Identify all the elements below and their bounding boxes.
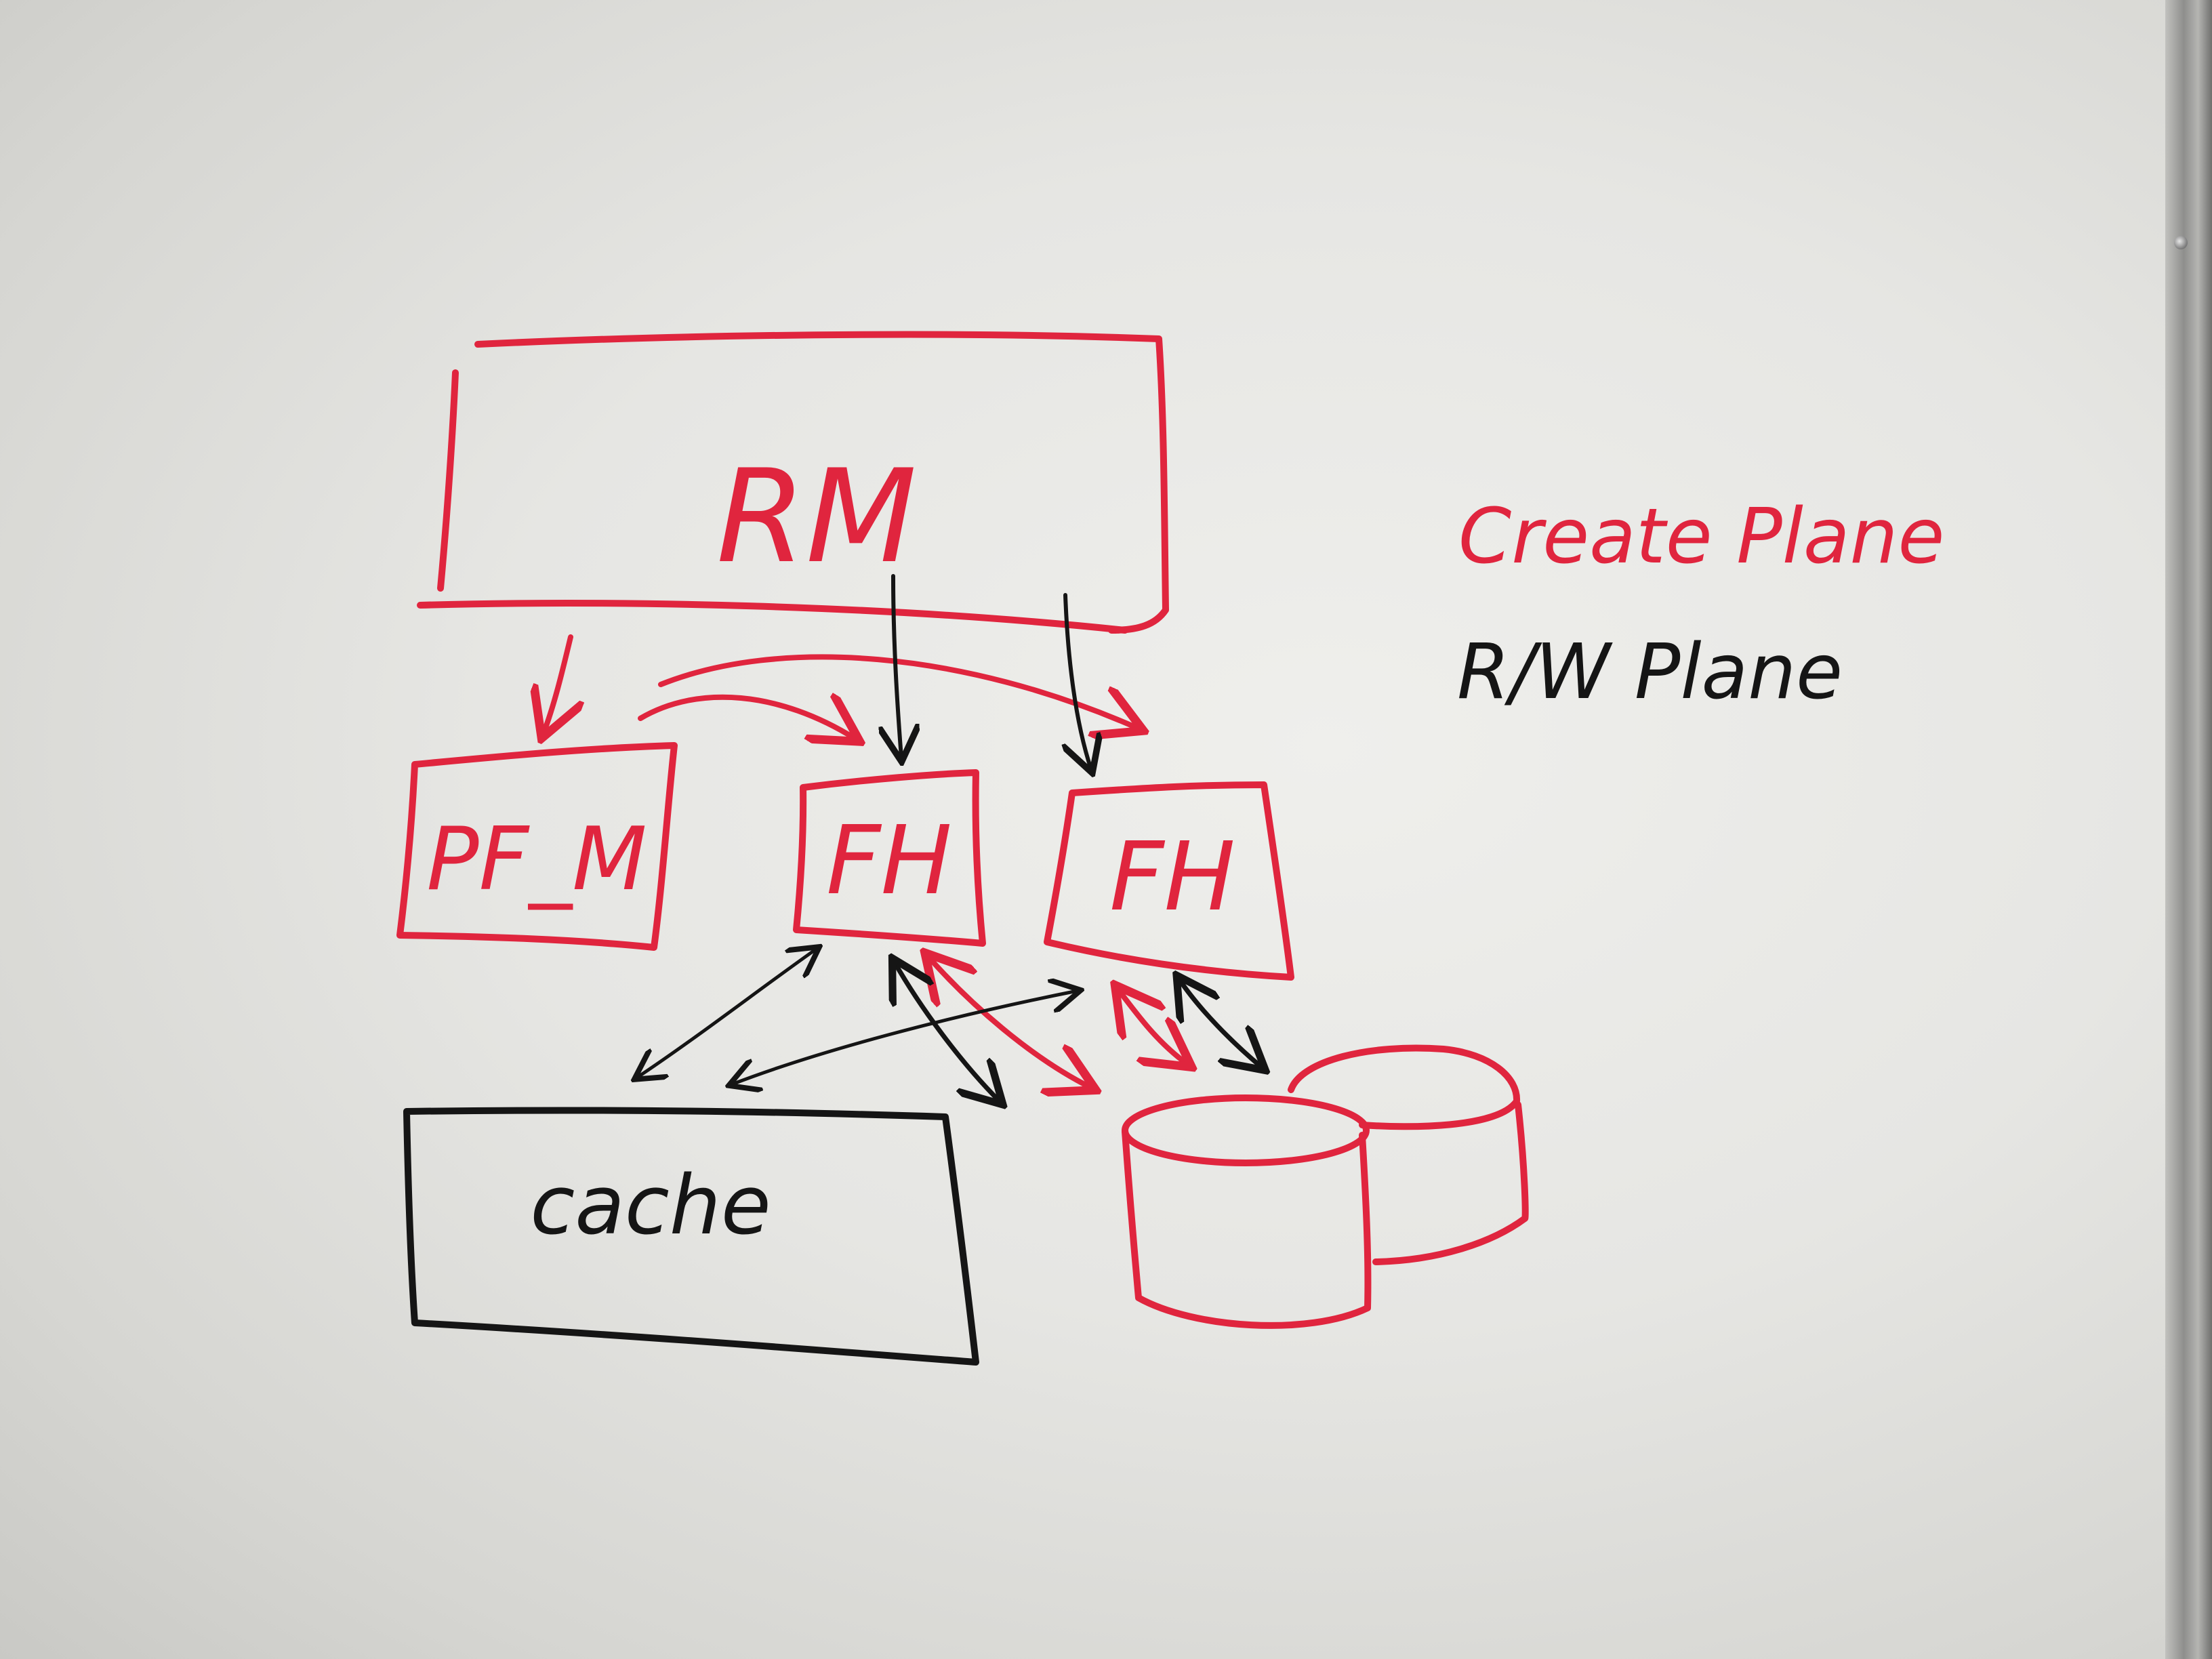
- edge-fh1-storage-rw: [895, 962, 1000, 1101]
- storage-cylinder-front-body: [1122, 1128, 1372, 1329]
- edge-fh2-storage-create: [1118, 989, 1187, 1064]
- edge-rm-to-fh1: [893, 574, 901, 758]
- cache-node: cache: [403, 1107, 979, 1366]
- legend-create-plane: Create Plane: [1458, 493, 1944, 581]
- fh1-label: FH: [826, 806, 952, 916]
- pfm-label: PF_M: [426, 809, 647, 910]
- edge-rm-to-pfm: [544, 634, 571, 733]
- rm-node: RM: [417, 331, 1169, 634]
- legend-rw-plane: R/W Plane: [1457, 628, 1843, 716]
- rw-plane-edges: [637, 574, 1262, 1101]
- edge-rm-to-fh2: [1065, 593, 1091, 769]
- pfm-node: PF_M: [396, 742, 678, 951]
- edge-fh1-storage-create: [928, 957, 1091, 1088]
- fh2-box: [1044, 781, 1294, 981]
- edge-pfm-to-fh2: [658, 654, 1139, 729]
- fh1-box: [793, 769, 986, 947]
- cache-box: [403, 1107, 979, 1366]
- fh1-node: FH: [793, 769, 986, 947]
- storage-node: [1122, 1044, 1529, 1329]
- storage-cylinder-back: [1288, 1044, 1529, 1265]
- cache-label: cache: [530, 1159, 771, 1253]
- frame-screw: [2174, 236, 2188, 249]
- rm-box: [417, 331, 1169, 634]
- edge-fh1-cache-rw: [637, 949, 817, 1078]
- rm-label: RM: [716, 442, 917, 592]
- edge-fh2-storage-rw: [1179, 979, 1262, 1067]
- edge-pfm-to-fh1: [638, 697, 855, 739]
- fh2-label: FH: [1109, 822, 1235, 933]
- whiteboard-frame: [2165, 0, 2212, 1659]
- legend: Create Plane R/W Plane: [1457, 493, 1944, 716]
- fh2-node: FH: [1044, 781, 1294, 981]
- storage-cylinder-front-top: [1122, 1094, 1370, 1166]
- edge-fh2-cache-rw: [732, 991, 1078, 1084]
